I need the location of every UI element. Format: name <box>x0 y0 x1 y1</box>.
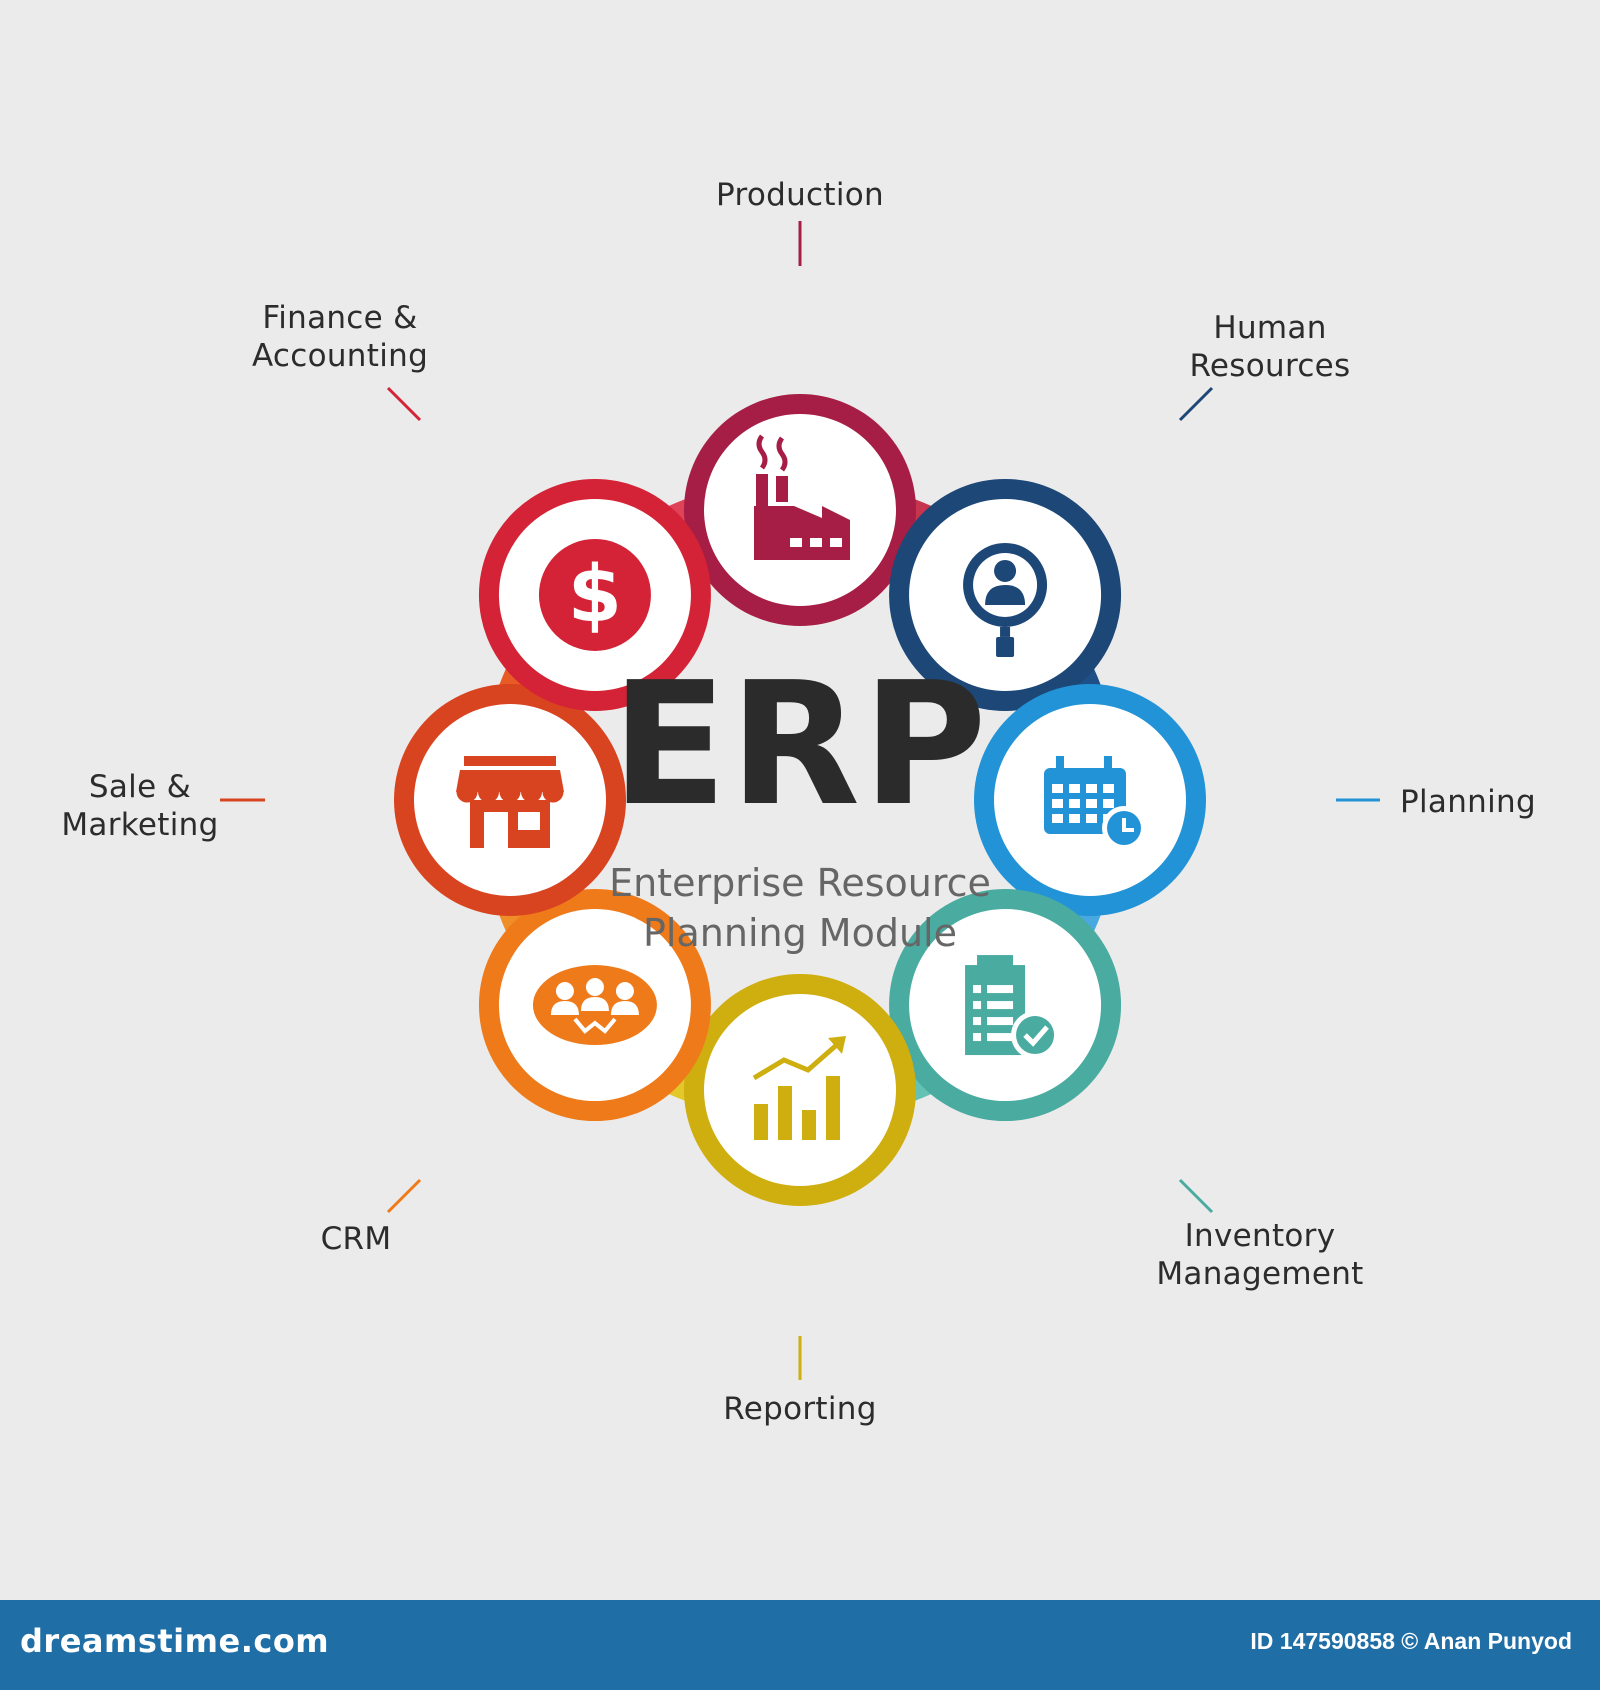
storefront-icon <box>456 756 564 848</box>
customer-group-icon <box>532 965 657 1046</box>
module-finance-accounting: $ <box>478 478 711 711</box>
module-reporting <box>684 974 916 1206</box>
label-production: Production <box>716 177 884 213</box>
label-crm: CRM <box>320 1221 392 1257</box>
module-inner-circle <box>704 994 896 1186</box>
module-production <box>684 394 916 626</box>
module-crm <box>478 889 711 1122</box>
module-ring: $ <box>220 221 1380 1380</box>
bar-chart-icon <box>752 1036 846 1140</box>
label-human-resources: Human Resources <box>1189 310 1351 384</box>
label-planning: Planning <box>1400 784 1536 820</box>
connector-line <box>386 1178 422 1214</box>
footer-bar: dreamstime.com ID 147590858 © Anan Punyo… <box>0 1600 1600 1690</box>
module-planning <box>974 684 1206 916</box>
connector-lines <box>220 221 1380 1380</box>
label-sale-marketing: Sale & Marketing <box>61 769 219 843</box>
brand-watermark: dreamstime.com <box>20 1622 330 1660</box>
label-inventory-management: Inventory Management <box>1156 1218 1364 1292</box>
subtitle-line-2: Planning Module <box>643 911 957 955</box>
module-human-resources <box>889 478 1122 711</box>
module-inventory-management <box>889 889 1122 1122</box>
factory-icon <box>754 434 850 560</box>
connector-line <box>1178 1178 1214 1214</box>
dollar-coin-icon: $ <box>538 538 651 651</box>
label-finance-accounting: Finance & Accounting <box>251 300 429 374</box>
svg-text:$: $ <box>568 550 622 640</box>
erp-subtitle: Enterprise Resource Planning Module <box>520 858 1080 958</box>
clipboard-check-icon <box>965 955 1060 1060</box>
connector-line <box>1178 386 1214 422</box>
erp-title: ERP <box>611 646 989 844</box>
erp-diagram: $ ERP Enterprise Resource Planning Modul… <box>61 177 1536 1427</box>
module-sale-marketing <box>394 684 626 916</box>
subtitle-line-1: Enterprise Resource <box>609 861 991 905</box>
person-search-icon <box>963 542 1048 657</box>
label-reporting: Reporting <box>723 1391 877 1427</box>
image-credit: ID 147590858 © Anan Punyod <box>1250 1628 1572 1654</box>
calendar-clock-icon <box>1044 756 1146 850</box>
connector-line <box>386 386 422 422</box>
